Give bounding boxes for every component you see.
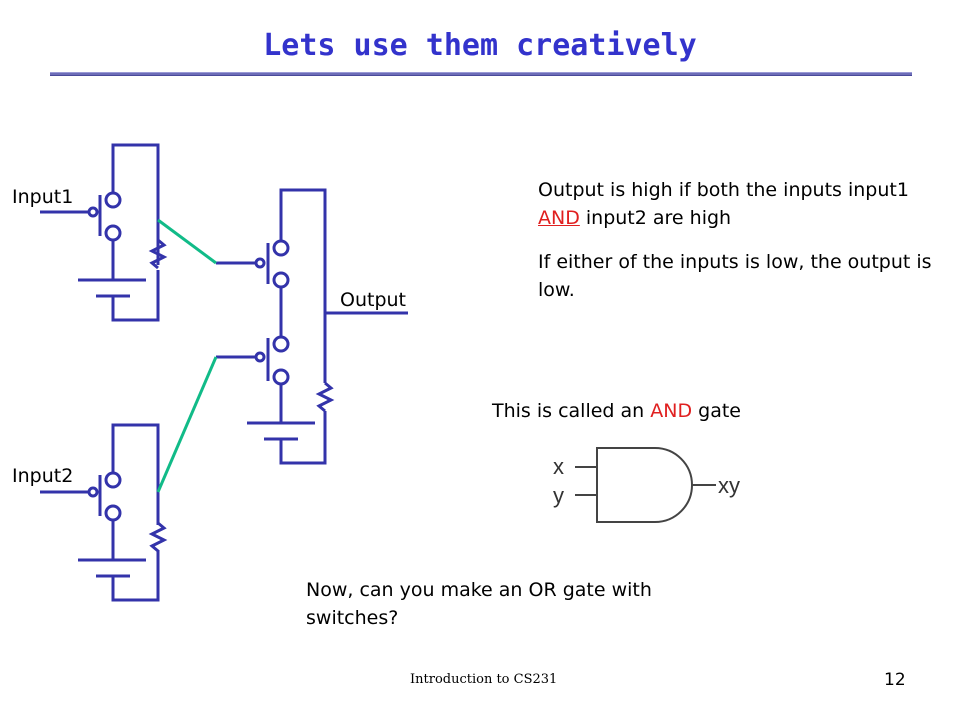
and-highlight: AND: [538, 207, 580, 229]
series-switches: [216, 188, 408, 465]
resistor-3: [315, 381, 335, 413]
resistor-1: [148, 238, 168, 270]
resistor-2: [148, 521, 168, 553]
description-and-condition: Output is high if both the inputs input1…: [538, 179, 909, 229]
connector-2: [156, 356, 218, 493]
switch-2: [40, 423, 160, 602]
description-low-condition: If either of the inputs is low, the outp…: [538, 251, 932, 301]
input1-label: Input1: [12, 186, 74, 208]
and-caption-highlight: AND: [650, 400, 693, 422]
gate-output-xy: xy: [718, 473, 740, 498]
connector-1: [157, 218, 217, 265]
slide-title: Lets use them creatively: [263, 28, 697, 63]
output-label: Output: [340, 289, 406, 311]
gate-caption: This is called an AND gate: [492, 400, 741, 422]
input2-label: Input2: [12, 465, 74, 487]
question-text: Now, can you make an OR gate with switch…: [306, 579, 652, 629]
page-number: 12: [884, 670, 906, 690]
title-rule: [50, 72, 912, 76]
switch-1: [40, 143, 160, 322]
gate-input-x: x: [553, 454, 564, 479]
gate-input-y: y: [553, 483, 564, 508]
slide-footer: Introduction to CS231: [410, 672, 558, 687]
